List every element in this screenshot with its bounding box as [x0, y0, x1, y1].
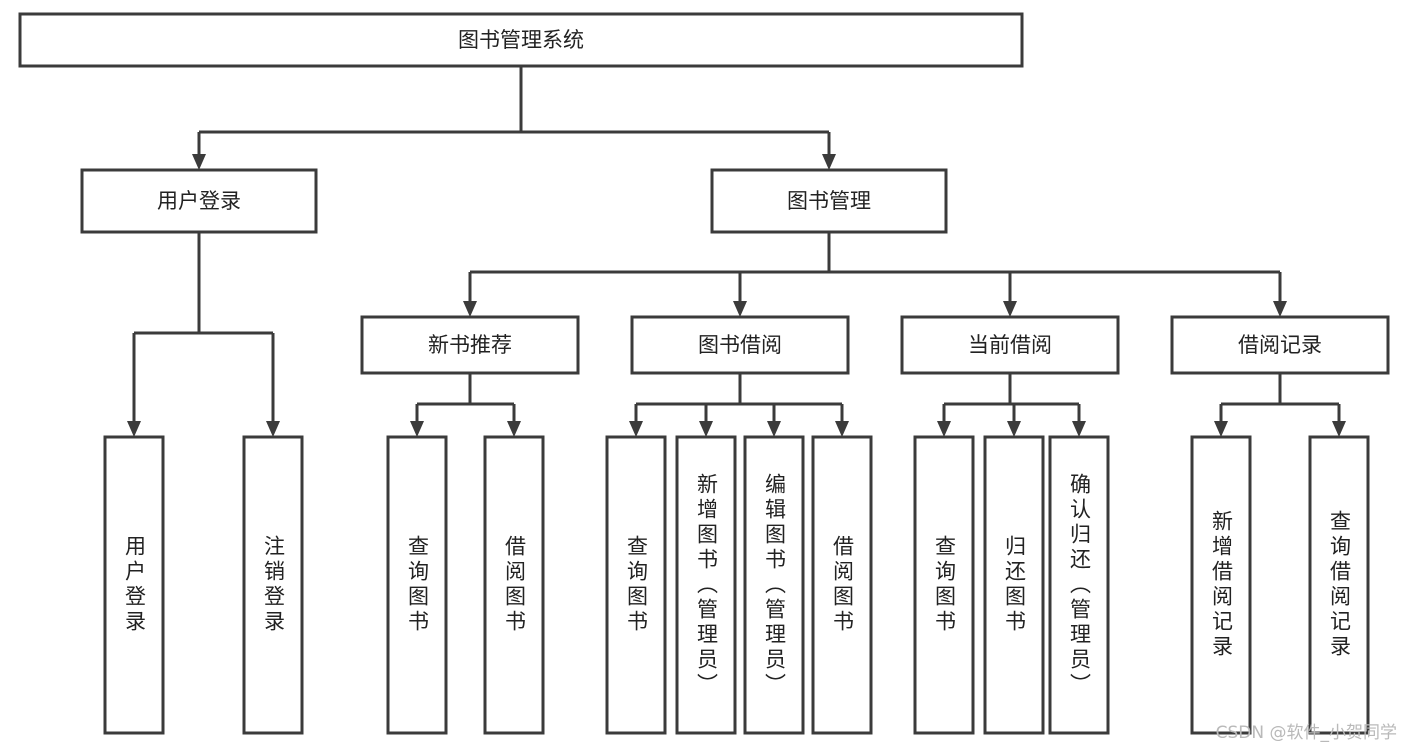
edge-arrowhead [1332, 421, 1346, 437]
edge-arrowhead [1003, 301, 1017, 317]
edge-group-borrow-to-leaves [629, 373, 849, 437]
node-leaf-user-logout[interactable] [242, 435, 304, 735]
edge-arrowhead [266, 421, 280, 437]
node-label-root: 图书管理系统 [458, 28, 584, 52]
edge-group-record-to-leaves [1214, 373, 1346, 437]
node-label-l3-borrow: 图书借阅 [698, 333, 782, 357]
node-label-l2-book: 图书管理 [787, 189, 871, 213]
edge-group-current-to-leaves [937, 373, 1086, 437]
edge-arrowhead [835, 421, 849, 437]
edge-group-recommend-to-leaves [410, 373, 521, 437]
edge-arrowhead [699, 421, 713, 437]
node-leaf-rec-query[interactable] [386, 435, 448, 735]
edges-layer [127, 66, 1346, 437]
node-l3-recommend[interactable] [360, 315, 580, 375]
node-leaf-cur-return[interactable] [983, 435, 1045, 735]
edge-arrowhead [1007, 421, 1021, 437]
node-l2-user[interactable] [80, 168, 318, 234]
node-leaf-rcd-query[interactable] [1308, 435, 1370, 735]
edge-arrowhead [822, 154, 836, 170]
node-leaf-cur-confirm[interactable] [1048, 435, 1110, 735]
edge-group-book-to-level3 [463, 232, 1287, 317]
node-leaf-rec-borrow[interactable] [483, 435, 545, 735]
node-leaf-rcd-add[interactable] [1190, 435, 1252, 735]
node-l2-book[interactable] [710, 168, 948, 234]
node-l3-borrow[interactable] [630, 315, 850, 375]
node-l3-current[interactable] [900, 315, 1120, 375]
nodes-layer [18, 12, 1390, 735]
edge-arrowhead [937, 421, 951, 437]
node-l3-record[interactable] [1170, 315, 1390, 375]
edge-arrowhead [733, 301, 747, 317]
node-leaf-cur-query[interactable] [913, 435, 975, 735]
edge-arrowhead [192, 154, 206, 170]
edge-arrowhead [1214, 421, 1228, 437]
node-label-l3-current: 当前借阅 [968, 333, 1052, 357]
edge-arrowhead [127, 421, 141, 437]
node-label-l3-record: 借阅记录 [1238, 333, 1322, 357]
node-leaf-user-login[interactable] [103, 435, 165, 735]
node-label-l2-user: 用户登录 [157, 189, 241, 213]
node-leaf-bor-lend[interactable] [811, 435, 873, 735]
edge-arrowhead [507, 421, 521, 437]
node-leaf-bor-add[interactable] [675, 435, 737, 735]
edge-group-root-to-level2 [192, 66, 836, 170]
edge-arrowhead [1072, 421, 1086, 437]
edge-arrowhead [767, 421, 781, 437]
edge-group-user-to-leaves [127, 232, 280, 437]
edge-arrowhead [463, 301, 477, 317]
node-leaf-bor-edit[interactable] [743, 435, 805, 735]
edge-arrowhead [629, 421, 643, 437]
edge-arrowhead [410, 421, 424, 437]
node-leaf-bor-query[interactable] [605, 435, 667, 735]
edge-arrowhead [1273, 301, 1287, 317]
node-root[interactable] [18, 12, 1024, 68]
node-label-l3-recommend: 新书推荐 [428, 333, 512, 357]
